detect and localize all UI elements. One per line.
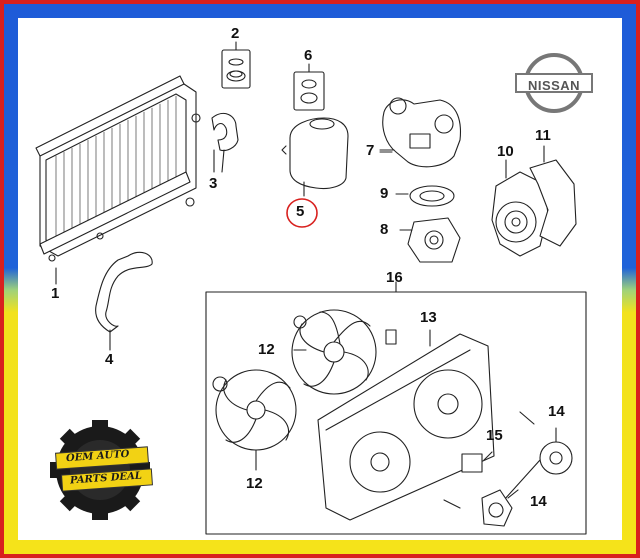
radiator-cap (221, 41, 251, 89)
callout-13: 13 (420, 309, 437, 326)
pump-gasket (529, 145, 577, 247)
callout-14-upper: 14 (548, 403, 565, 420)
callout-8: 8 (380, 221, 389, 238)
callout-14-lower: 14 (530, 493, 547, 510)
thermostat-housing (379, 97, 462, 168)
callout-16: 16 (386, 269, 403, 286)
callout-4: 4 (105, 351, 114, 368)
fan-nut (212, 376, 228, 392)
reservoir-cap (293, 63, 325, 111)
nissan-wordmark: NISSAN (527, 78, 581, 93)
fan-shroud (317, 329, 495, 521)
relay-clip (385, 329, 397, 345)
callout-1: 1 (51, 285, 60, 302)
callout-10: 10 (497, 143, 514, 160)
callout-7: 7 (366, 142, 375, 159)
oem-badge-logo (50, 420, 153, 520)
lower-hose (95, 251, 153, 351)
fan-nut-2 (293, 315, 307, 329)
callout-12-lower: 12 (246, 475, 263, 492)
cooling-fan-lower (215, 369, 297, 471)
callout-9: 9 (380, 185, 389, 202)
gasket (395, 185, 455, 207)
water-outlet (399, 217, 461, 263)
callout-5: 5 (296, 203, 305, 220)
upper-hose (211, 112, 239, 173)
callout-12-upper: 12 (258, 341, 275, 358)
highlight-circle (286, 198, 318, 228)
cooling-fan-upper (291, 309, 377, 395)
radiator (35, 75, 201, 262)
coolant-reservoir (281, 117, 349, 197)
callout-3: 3 (209, 175, 218, 192)
fan-resistor (461, 451, 493, 473)
fan-motor-upper (503, 411, 573, 501)
nissan-logo (515, 53, 593, 113)
callout-6: 6 (304, 47, 313, 64)
callout-15: 15 (486, 427, 503, 444)
fan-motor-lower (443, 489, 519, 527)
callout-11: 11 (535, 127, 551, 144)
water-pump (491, 159, 549, 257)
callout-2: 2 (231, 25, 240, 42)
